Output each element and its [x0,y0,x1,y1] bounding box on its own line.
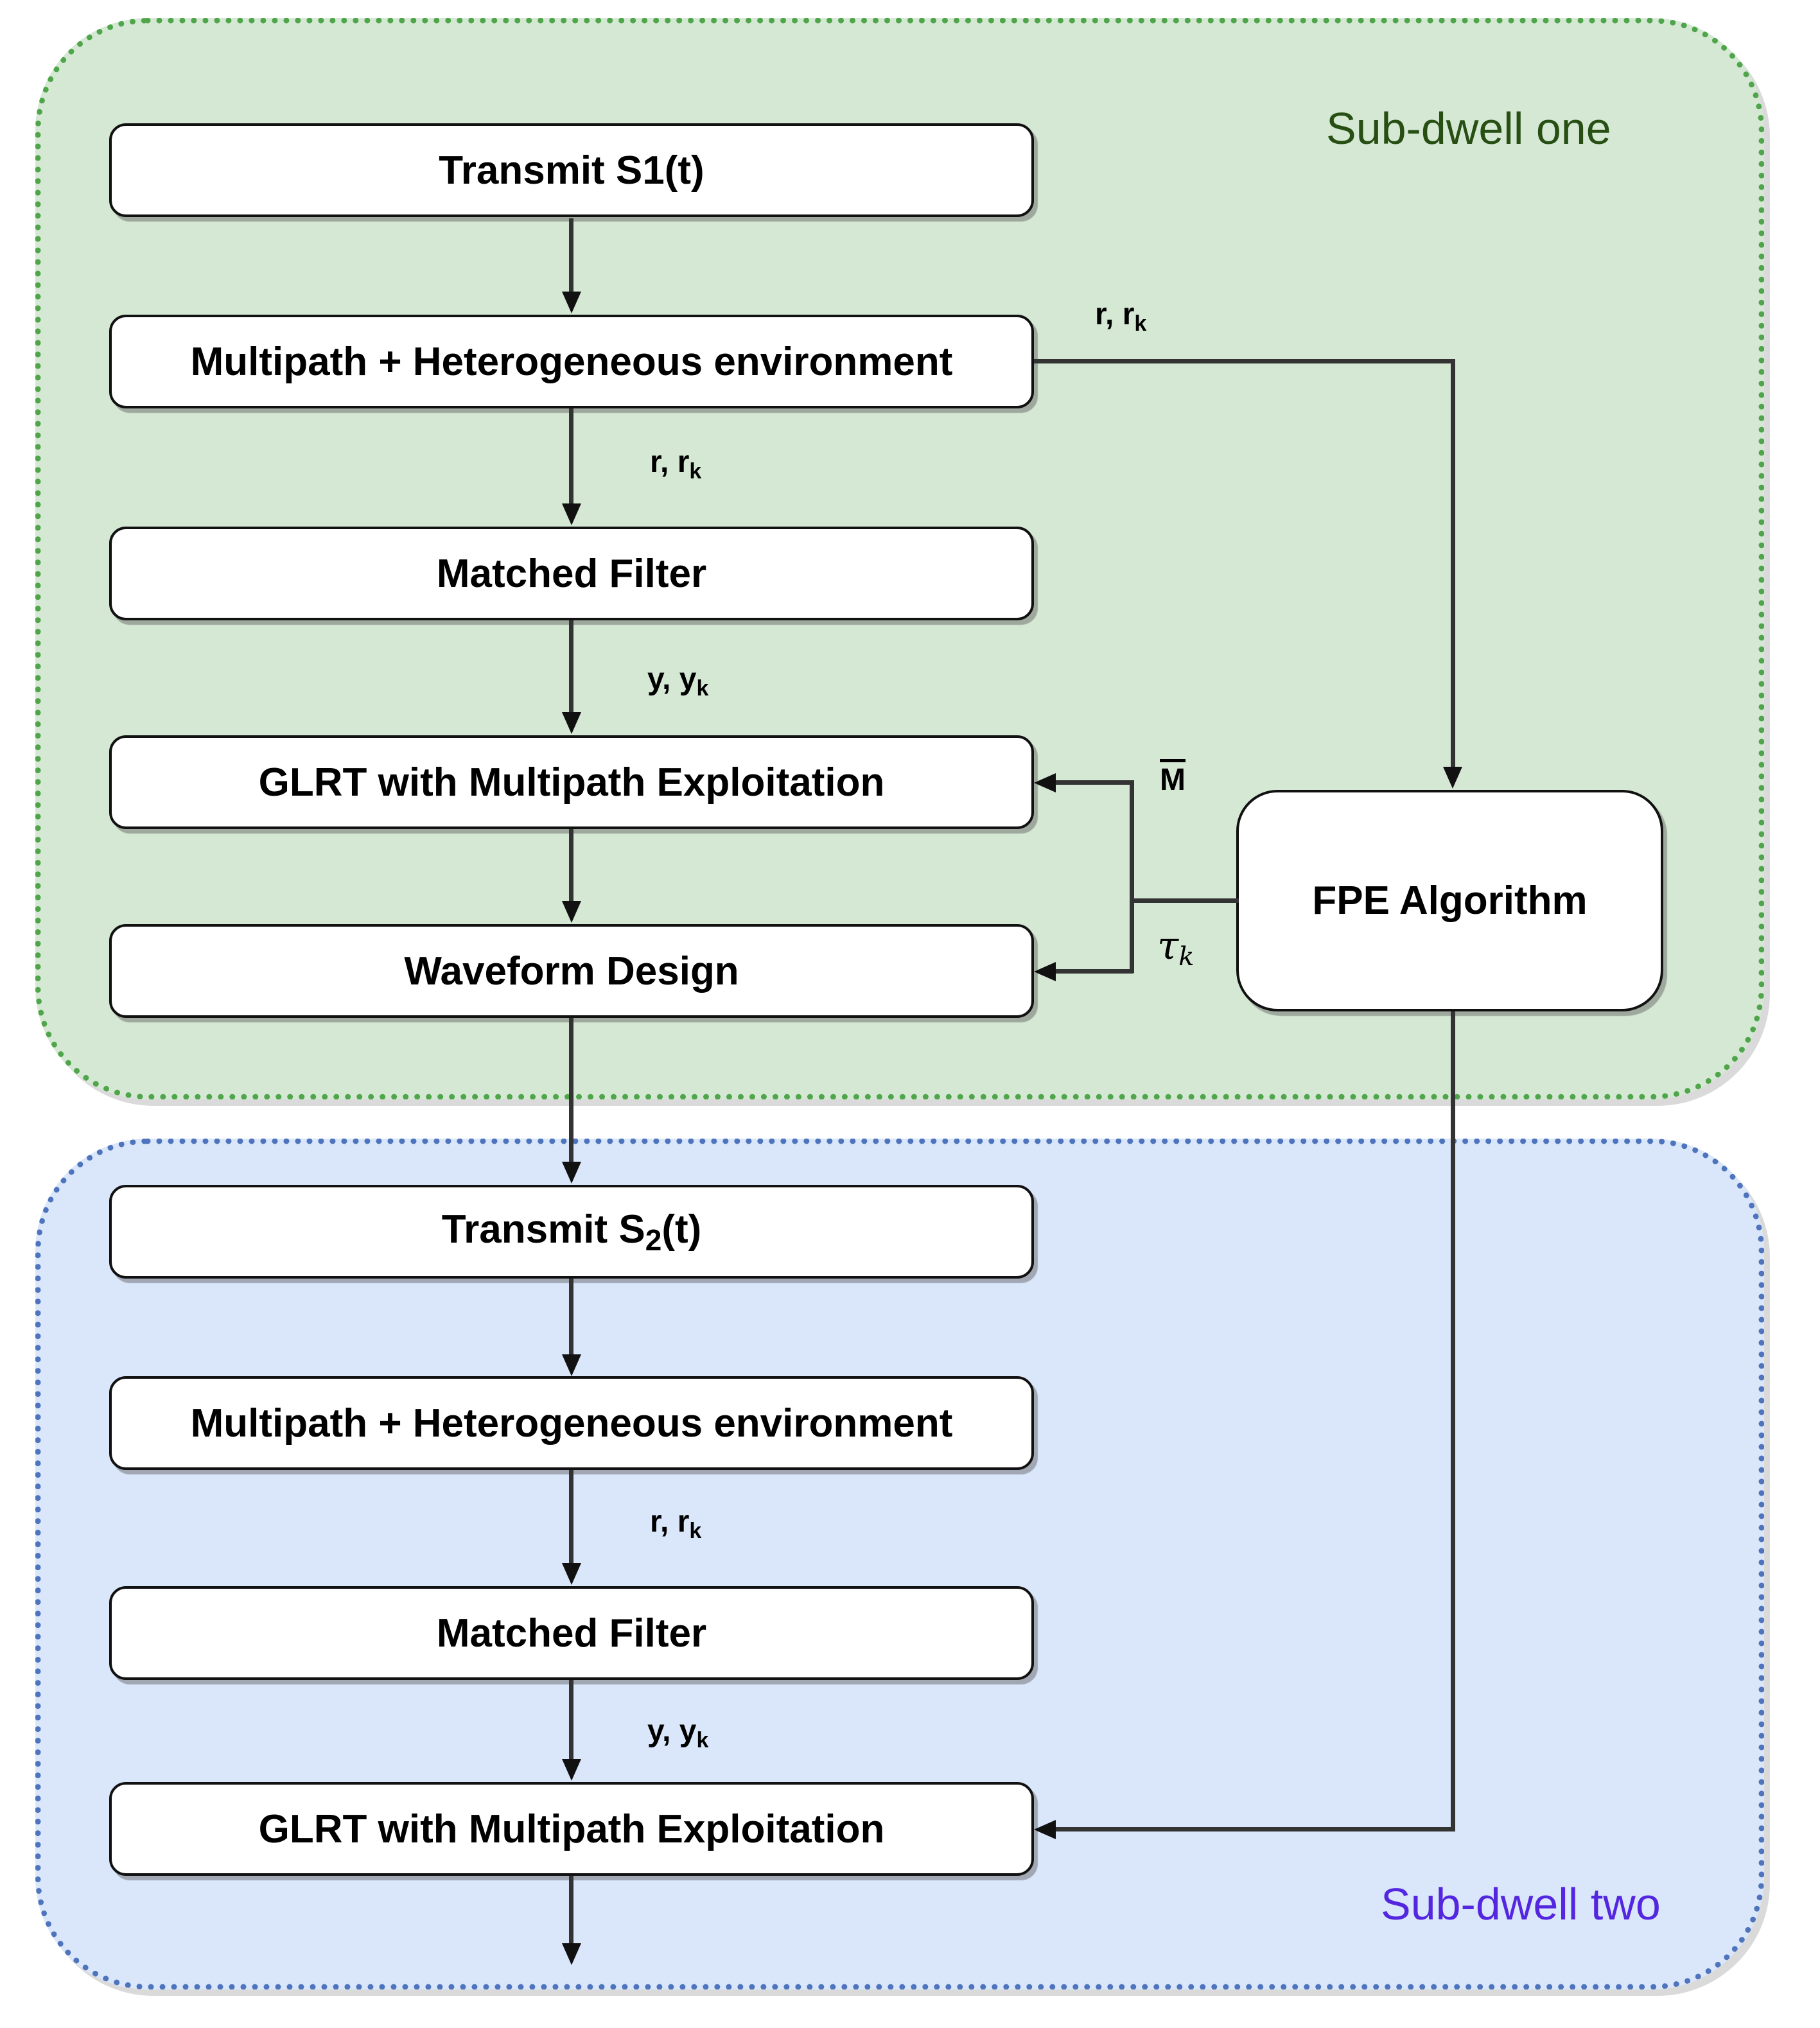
box-environment-2: Multipath + Heterogeneous environment [109,1376,1034,1470]
box-glrt-1-label: GLRT with Multipath Exploitation [258,760,885,805]
label-m-bar: M [1160,759,1186,798]
label-y-yk-flow2: y, yk [647,1714,709,1753]
box-environment-1: Multipath + Heterogeneous environment [109,315,1034,408]
box-fpe-algorithm: FPE Algorithm [1236,790,1663,1011]
arrowhead-fpe-to-glrt2 [1034,1820,1056,1839]
label-r-rk-branch: r, rk [1095,297,1147,336]
box-matched-filter-1-label: Matched Filter [436,551,707,596]
sub-dwell-two-label: Sub-dwell two [1381,1879,1661,1929]
connector-fpe-to-waveform [1056,969,1133,974]
box-matched-filter-1: Matched Filter [109,527,1034,620]
box-waveform-design-label: Waveform Design [404,948,739,993]
box-waveform-design: Waveform Design [109,924,1034,1018]
connector-glrt2-output [569,1876,573,1943]
arrowhead-mf2-to-glrt2 [562,1759,581,1781]
box-environment-2-label: Multipath + Heterogeneous environment [190,1401,953,1446]
arrowhead-fpe-to-glrt1 [1034,773,1056,792]
label-r-rk-flow1: r, rk [650,445,702,484]
arrowhead-env1-to-mf1 [562,503,581,525]
arrowhead-into-fpe [1443,767,1462,789]
box-transmit-s1-label: Transmit S1(t) [439,148,704,193]
connector-s2-to-env2 [569,1279,573,1354]
connector-waveform-to-s2 [569,1018,573,1162]
connector-mf1-to-glrt1 [569,620,573,712]
box-fpe-algorithm-label: FPE Algorithm [1312,879,1588,923]
connector-mf2-to-glrt2 [569,1680,573,1759]
connector-env1-to-fpe-horizontal [1034,359,1455,363]
connector-fpe-to-glrt2-horizontal [1056,1827,1455,1831]
arrowhead-env2-to-mf2 [562,1563,581,1585]
connector-fpe-left-stub [1132,898,1239,903]
connector-env1-to-mf1 [569,408,573,503]
box-glrt-1: GLRT with Multipath Exploitation [109,735,1034,829]
box-transmit-s2: Transmit S2(t) [109,1185,1034,1279]
arrowhead-glrt1-to-waveform [562,901,581,923]
sub-dwell-one-label: Sub-dwell one [1326,103,1611,153]
box-glrt-2-label: GLRT with Multipath Exploitation [258,1806,885,1851]
connector-fpe-to-glrt2-vertical [1451,1011,1455,1831]
arrowhead-s2-to-env2 [562,1354,581,1376]
arrowhead-waveform-to-s2 [562,1162,581,1184]
connector-glrt1-to-waveform [569,829,573,901]
arrowhead-fpe-to-waveform [1034,962,1056,981]
arrowhead-glrt2-output [562,1943,581,1965]
box-transmit-s1: Transmit S1(t) [109,123,1034,217]
box-matched-filter-2: Matched Filter [109,1586,1034,1680]
label-r-rk-flow2: r, rk [650,1505,702,1543]
arrowhead-mf1-to-glrt1 [562,712,581,734]
connector-fpe-branch-vertical [1130,780,1134,973]
box-glrt-2: GLRT with Multipath Exploitation [109,1782,1034,1876]
box-matched-filter-2-label: Matched Filter [436,1611,707,1656]
box-environment-1-label: Multipath + Heterogeneous environment [190,339,953,384]
connector-env1-to-fpe-vertical [1451,359,1455,767]
box-transmit-s2-label: Transmit S2(t) [441,1207,702,1257]
connector-fpe-to-glrt1 [1056,780,1133,785]
label-y-yk-flow1: y, yk [647,662,709,701]
connector-env2-to-mf2 [569,1470,573,1563]
connector-s1-to-env [569,218,573,292]
arrowhead-s1-to-env [562,292,581,313]
label-tau-k: τk [1157,923,1194,972]
